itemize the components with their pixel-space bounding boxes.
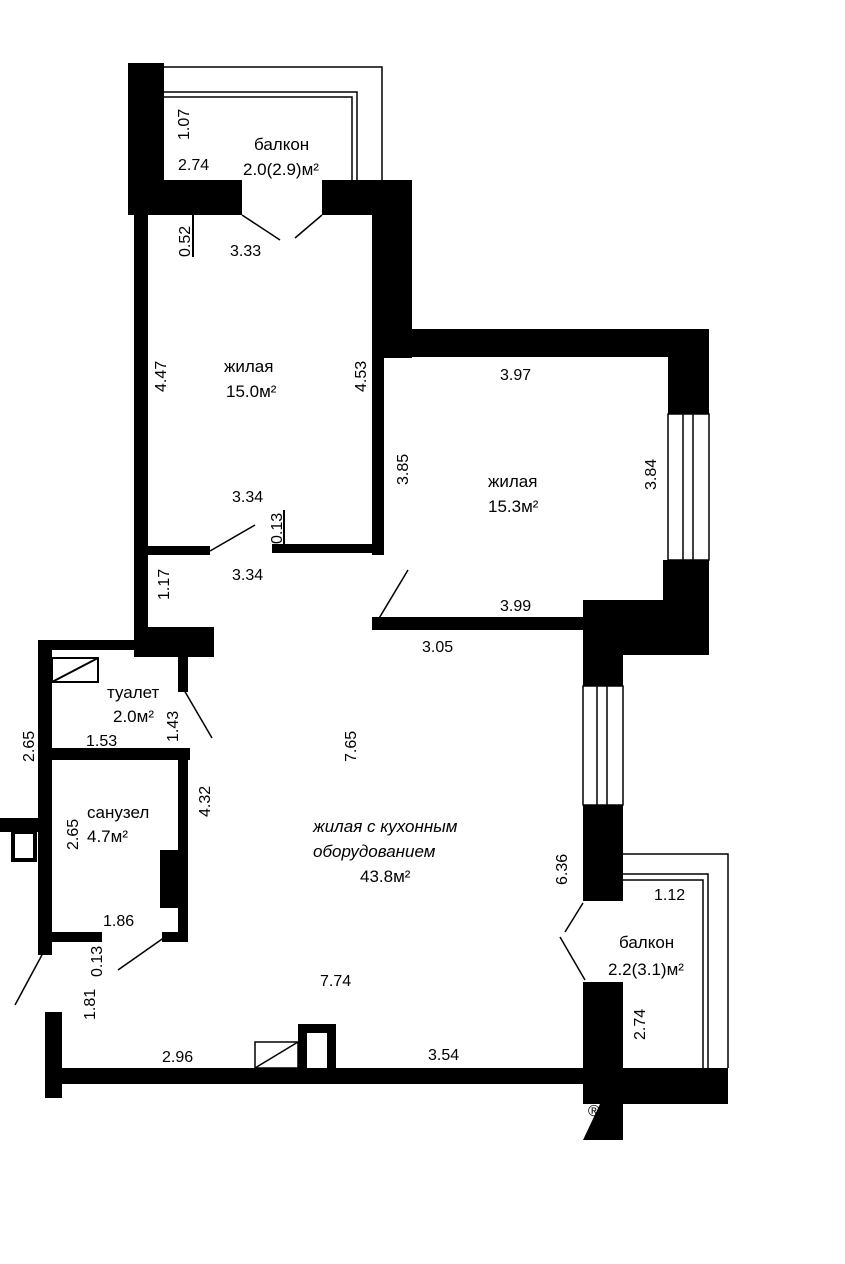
dim-1-81: 1.81 [82,989,99,1020]
toilet-name: туалет [107,683,160,702]
balcony-right-name: балкон [619,933,674,952]
living2-area: 15.3м² [488,497,539,516]
wall-wc-left [38,640,52,955]
dim-2-96: 2.96 [162,1049,193,1066]
dim-4-47: 4.47 [153,361,170,392]
bathroom-name: санузел [87,803,149,822]
wall-left-stub [0,818,38,832]
dim-3-54: 3.54 [428,1047,459,1064]
living1-name: жилая [224,357,273,376]
doors [14,214,586,1006]
dim-3-05: 3.05 [422,639,453,656]
door-toilet [183,689,213,739]
dim-3-99: 3.99 [500,598,531,615]
dim-7-65: 7.65 [343,731,360,762]
wall-bath-bottom-right [162,932,188,942]
wall-room2-right-top [668,329,709,414]
windows [582,413,710,806]
wall-main-right-mid [583,805,623,901]
dim-2-74-top: 2.74 [178,157,209,174]
wall-room2-top [384,329,709,357]
dim-2-65-a: 2.65 [21,731,38,762]
wall-bath-right [178,752,188,942]
dim-4-32: 4.32 [197,786,214,817]
dim-3-85: 3.85 [395,454,412,485]
dim-3-97: 3.97 [500,367,531,384]
dim-1-53: 1.53 [86,733,117,750]
dim-6-36: 6.36 [554,854,571,885]
wall-left-main [134,213,148,643]
wall-bottom-main [45,1068,590,1084]
door-balcony-top-right [294,214,323,239]
dim-7-74: 7.74 [320,973,351,990]
door-bath [117,936,166,971]
wall-room1-right [372,180,412,358]
door-balcony-right-a [564,902,584,933]
wall-room1-right-lower [372,350,384,555]
wall-toilet-bottom [50,748,190,760]
window-main [582,685,624,806]
left-stub-box [11,830,37,862]
dim-1-17: 1.17 [156,569,173,600]
wall-bath-fixture [160,850,180,908]
dim-1-86: 1.86 [103,913,134,930]
living1-area: 15.0м² [226,382,277,401]
dim-1-12: 1.12 [654,887,685,904]
dim-1-07: 1.07 [176,109,193,140]
kitchen-name-line2: оборудованием [313,842,436,861]
dimension-labels: 1.07 2.74 0.52 3.33 4.47 4.53 3.97 3.85 … [21,109,685,1066]
wall-bath-bottom [52,932,102,942]
balcony-right-outline [623,853,729,1068]
wall-room1-bottom-right [272,544,376,553]
toilet-area: 2.0м² [113,707,154,726]
room-labels: балкон 2.0(2.9)м² жилая 15.0м² жилая 15.… [87,135,684,979]
balcony-top-name: балкон [254,135,309,154]
door-room1 [209,524,256,552]
door-room2 [377,569,409,621]
kitchen-name-line1: жилая с кухонным [312,817,458,836]
living2-name: жилая [488,472,537,491]
wall-room2-bottom [372,617,672,630]
dim-3-34-a: 3.34 [232,489,263,506]
dim-4-53: 4.53 [353,361,370,392]
shaft-inner [307,1033,327,1068]
balcony-top-area: 2.0(2.9)м² [243,160,319,179]
bathroom-area: 4.7м² [87,827,128,846]
dim-3-84: 3.84 [643,459,660,490]
wall-toilet-right [178,657,188,692]
kitchen-area: 43.8м² [360,867,411,886]
window-room2 [667,413,710,561]
copyright-mark: ® [588,1103,600,1120]
door-balcony-top-left [241,214,281,241]
door-entrance [14,952,44,1006]
dim-0-52: 0.52 [177,226,194,257]
wall-toilet-top [38,640,148,650]
wall-balcony-right-bottom [583,1068,728,1104]
toilet-fixture [51,657,99,683]
wall-main-right-top [583,640,623,686]
vent-fixture [254,1041,299,1069]
wall-wedge [583,1104,600,1140]
door-balcony-right-b [559,936,586,981]
dim-3-33: 3.33 [230,243,261,260]
walls [0,63,728,1140]
wall-room1-bottom-left [148,546,210,555]
wall-bottom-left [45,1012,62,1098]
balcony-top-outline [164,66,383,180]
wall-top-left-seg [128,180,242,215]
dim-2-74-right: 2.74 [632,1009,649,1040]
dim-0-13-a: 0.13 [269,513,286,544]
dim-0-13-b: 0.13 [89,946,106,977]
dim-3-34-b: 3.34 [232,567,263,584]
dim-1-43: 1.43 [165,711,182,742]
balcony-right-area: 2.2(3.1)м² [608,960,684,979]
dim-2-65-b: 2.65 [65,819,82,850]
